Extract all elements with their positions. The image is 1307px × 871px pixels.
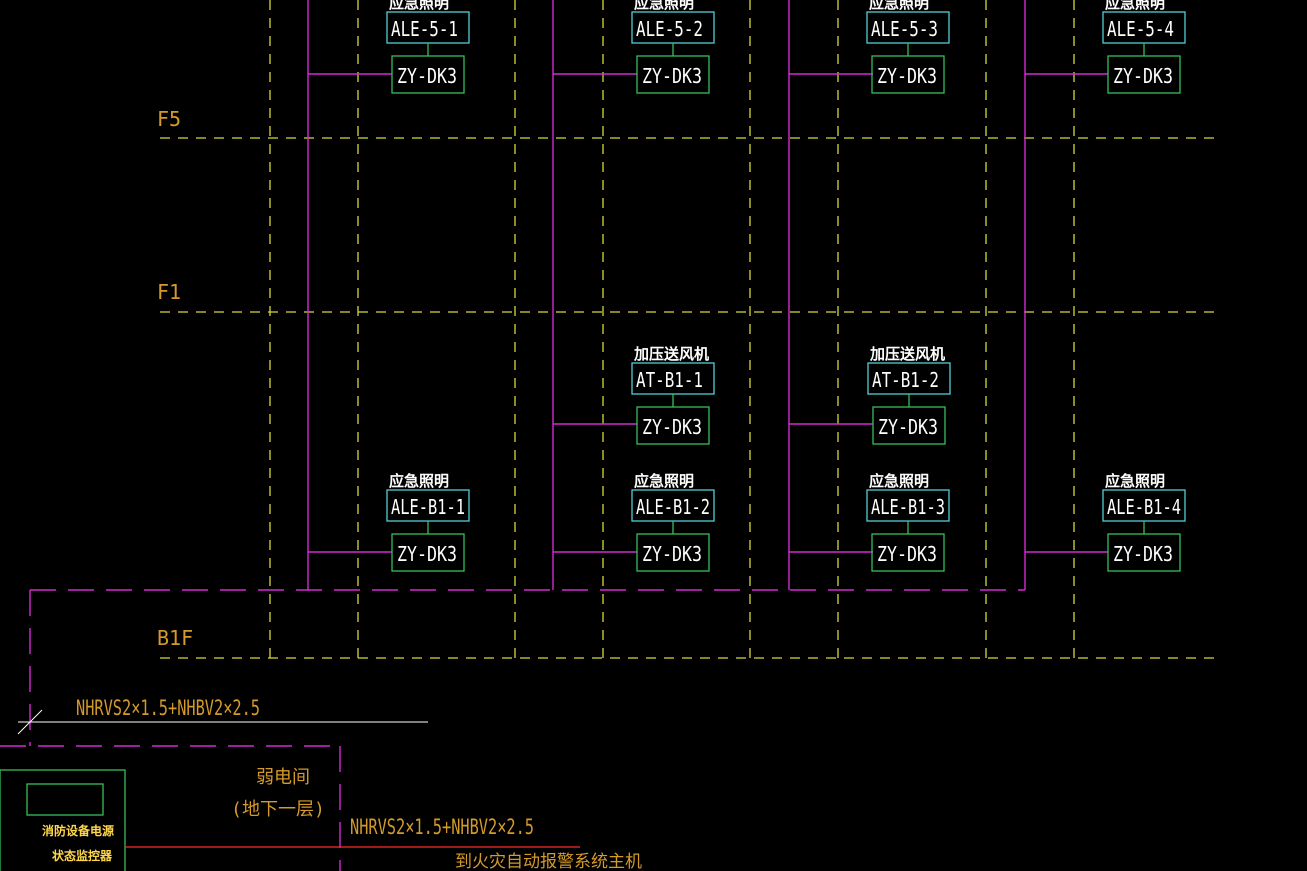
module-box [391,55,465,94]
device-caption: 加压送风机 [869,345,945,363]
room-label: 弱电间 [256,767,310,788]
module-label: ZY-DK3 [1113,64,1173,88]
device-caption: 应急照明 [634,472,694,490]
bus-risers [307,0,1026,590]
device-group: 加压送风机 AT-B1-1ZY-DK3 [631,345,715,445]
cable-spec-lower: NHRVS2×1.5+NHBV2×2.5 [350,815,534,839]
floor-label-b1f: B1F [157,626,193,650]
shaft-lines [269,0,1075,658]
floor-label-f1: F1 [157,280,181,304]
module-box [1107,55,1181,94]
room-sublabel: (地下一层) [231,799,325,820]
controller-display [26,783,104,816]
module-label: ZY-DK3 [877,542,937,566]
module-box [872,406,946,445]
panel-label: AT-B1-1 [636,368,703,392]
device-caption: 应急照明 [634,0,694,12]
device-group: 应急照明 ALE-B1-1ZY-DK3 [386,472,470,572]
module-label: ZY-DK3 [397,64,457,88]
module-label: ZY-DK3 [1113,542,1173,566]
device-group: 应急照明 ALE-B1-4ZY-DK3 [1102,472,1186,572]
module-label: ZY-DK3 [877,64,937,88]
device-group: 加压送风机 AT-B1-2ZY-DK3 [867,345,951,445]
module-box [636,55,710,94]
device-group: 应急照明 ALE-B1-2ZY-DK3 [631,472,715,572]
device-caption: 应急照明 [1105,472,1165,490]
module-box [391,533,465,572]
module-label: ZY-DK3 [878,415,938,439]
module-label: ZY-DK3 [642,542,702,566]
panel-label: ALE-B1-2 [636,495,710,519]
module-box [636,533,710,572]
device-group: 应急照明 ALE-5-4ZY-DK3 [1102,0,1186,94]
module-box [871,533,945,572]
bus-branches [308,73,1108,553]
controller-box [0,769,126,871]
floor-label-f5: F5 [157,107,181,131]
module-box [636,406,710,445]
cable-spec-upper: NHRVS2×1.5+NHBV2×2.5 [76,696,260,720]
device-caption: 加压送风机 [633,345,709,363]
module-label: ZY-DK3 [397,542,457,566]
device-caption: 应急照明 [869,0,929,12]
controller-label: 消防设备电源 [42,823,114,838]
device-caption: 应急照明 [389,0,449,12]
module-label: ZY-DK3 [642,415,702,439]
device-groups: 应急照明 ALE-5-1ZY-DK3 应急照明 ALE-5-2ZY-DK3 应急照明 AL… [386,0,1186,572]
bus-trunk [0,589,1025,871]
device-group: 应急照明 ALE-B1-3ZY-DK3 [866,472,950,572]
device-caption: 应急照明 [1105,0,1165,12]
controller-sublabel: 状态监控器 [52,848,113,863]
cable-tick-mark [17,709,43,735]
panel-label: ALE-B1-1 [391,495,465,519]
panel-label: ALE-5-4 [1107,17,1174,41]
device-caption: 应急照明 [869,472,929,490]
device-caption: 应急照明 [389,472,449,490]
panel-label: AT-B1-2 [872,368,939,392]
module-box [871,55,945,94]
panel-label: ALE-B1-3 [871,495,945,519]
panel-label: ALE-5-3 [871,17,938,41]
device-group: 应急照明 ALE-5-3ZY-DK3 [866,0,950,94]
panel-label: ALE-5-2 [636,17,703,41]
device-group: 应急照明 ALE-5-1ZY-DK3 [386,0,470,94]
destination-label: 到火灾自动报警系统主机 [455,852,642,871]
panel-label: ALE-5-1 [391,17,458,41]
panel-label: ALE-B1-4 [1107,495,1181,519]
module-label: ZY-DK3 [642,64,702,88]
device-group: 应急照明 ALE-5-2ZY-DK3 [631,0,715,94]
module-box [1107,533,1181,572]
floor-lines [160,137,1222,659]
